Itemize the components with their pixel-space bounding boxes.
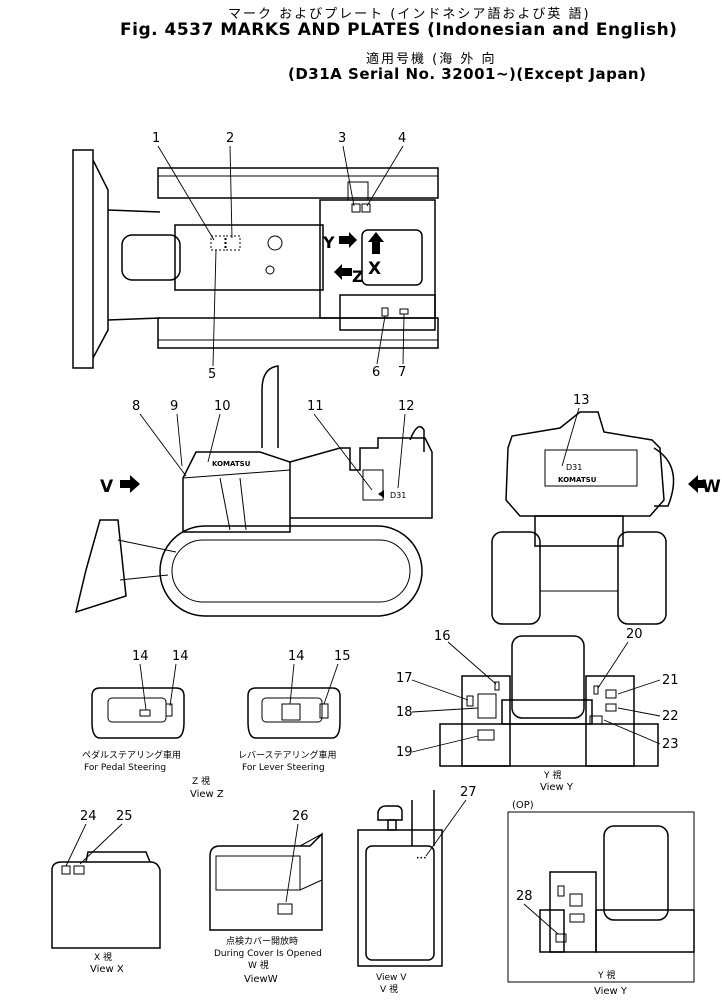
callout-17: 17 — [396, 671, 413, 686]
callout-5: 5 — [208, 367, 216, 382]
top-view-machine — [72, 149, 439, 369]
lever-caption-jp: レバーステアリング車用 — [238, 749, 337, 761]
pedal-steering-panel: ペダルステアリング車用 For Pedal Steering 14 13 — [82, 649, 185, 773]
callout-15-lever: 15 — [334, 649, 351, 664]
arrow-label-w: W — [702, 477, 721, 497]
callout-11: 11 — [307, 399, 324, 414]
view-w-panel: 26 点検カバー開放時 During Cover Is Opened W 視 V… — [209, 809, 323, 985]
view-y-caption: View Y — [540, 782, 574, 793]
arrow-label-x: X — [368, 259, 381, 279]
front-komatsu-mark: KOMATSU — [558, 476, 597, 484]
callout-25: 25 — [116, 809, 133, 824]
view-v-panel: ••• 27 View V V 視 — [357, 785, 477, 995]
callout-26: 26 — [292, 809, 309, 824]
op-view-y-caption-jp: Y 視 — [597, 969, 615, 981]
serial-applicability: (D31A Serial No. 32001~)(Except Japan) — [288, 65, 647, 83]
callout-12: 12 — [398, 399, 415, 414]
callout-16: 16 — [434, 629, 451, 644]
op-view-y-caption: View Y — [594, 986, 628, 997]
view-w-caption-jp: W 視 — [248, 959, 269, 971]
arrow-y-icon — [339, 232, 357, 248]
callouts-side-view: 8 9 10 11 12 — [132, 399, 415, 491]
side-komatsu-mark: KOMATSU — [212, 460, 251, 468]
arrow-label-v: V — [100, 477, 114, 497]
callout-19: 19 — [396, 745, 413, 760]
view-x-panel: 24 25 X 視 View X — [51, 809, 161, 975]
callout-13: 13 — [573, 393, 590, 408]
view-z-caption-jp: Z 視 — [192, 775, 210, 787]
callout-1: 1 — [152, 131, 160, 146]
callout-10: 10 — [214, 399, 231, 414]
cover-caption-jp: 点検カバー開放時 — [226, 935, 298, 947]
op-view-y-panel: (OP) 28 Y 視 View Y — [507, 800, 695, 997]
callout-8: 8 — [132, 399, 140, 414]
side-view-machine: KOMATSU D31 — [74, 365, 433, 617]
callout-22: 22 — [662, 709, 679, 724]
serial-japanese: 適用号機 (海 外 向 — [366, 52, 497, 67]
view-arrows-top: Y Z X — [322, 232, 384, 286]
callouts-top-view: 1 2 3 4 5 6 7 — [152, 131, 406, 382]
front-view-machine: D31 KOMATSU — [491, 411, 675, 625]
cover-caption-en: During Cover Is Opened — [214, 949, 322, 959]
side-arrow-mark-icon — [378, 490, 384, 498]
arrow-label-z: Z — [352, 267, 364, 286]
view-x-caption-jp: X 視 — [94, 951, 112, 963]
callout-14-pedal-visible: 14 — [172, 649, 189, 664]
callout-9: 9 — [170, 399, 178, 414]
callout-7: 7 — [398, 365, 406, 380]
arrow-w-icon — [688, 475, 706, 493]
view-z-caption: View Z — [190, 789, 224, 800]
callout-4: 4 — [398, 131, 406, 146]
callout-15-pedal: 14 — [132, 649, 149, 664]
callout-28: 28 — [516, 889, 533, 904]
lever-caption-en: For Lever Steering — [242, 763, 325, 773]
lever-steering-panel: レバーステアリング車用 For Lever Steering 14 15 — [238, 649, 351, 773]
arrow-z-icon — [334, 264, 352, 280]
callouts-view-y: 16 17 18 19 20 21 22 23 — [396, 627, 679, 760]
arrow-x-icon — [368, 232, 384, 254]
view-v-caption: View V — [376, 973, 407, 983]
v-plate-mark: ••• — [416, 855, 427, 862]
front-d31-mark: D31 — [566, 463, 582, 472]
callout-3: 3 — [338, 131, 346, 146]
callout-20: 20 — [626, 627, 643, 642]
op-label: (OP) — [512, 800, 534, 811]
arrow-label-y: Y — [322, 233, 335, 252]
callout-6: 6 — [372, 365, 380, 380]
figure-title: Fig. 4537 MARKS AND PLATES (Indonesian a… — [120, 20, 678, 40]
view-v-caption-jp: V 視 — [380, 983, 398, 995]
callout-21: 21 — [662, 673, 679, 688]
callout-23: 23 — [662, 737, 679, 752]
callout-27: 27 — [460, 785, 477, 800]
callout-24: 24 — [80, 809, 97, 824]
pedal-caption-jp: ペダルステアリング車用 — [82, 749, 181, 761]
side-d31-mark: D31 — [390, 491, 406, 500]
view-arrow-v: V — [100, 475, 140, 497]
view-x-caption: View X — [90, 964, 124, 975]
arrow-v-icon — [120, 475, 140, 493]
view-w-caption: ViewW — [244, 974, 278, 985]
view-y-operator: Y 視 View Y — [439, 635, 659, 793]
callout-18: 18 — [396, 705, 413, 720]
view-arrow-w: W — [688, 475, 721, 497]
view-y-caption-jp: Y 視 — [543, 769, 561, 781]
callout-14-lever: 14 — [288, 649, 305, 664]
pedal-caption-en: For Pedal Steering — [84, 763, 166, 773]
title-japanese: マーク およびプレート (インドネシア語および英 語) — [228, 7, 591, 22]
callout-2: 2 — [226, 131, 234, 146]
